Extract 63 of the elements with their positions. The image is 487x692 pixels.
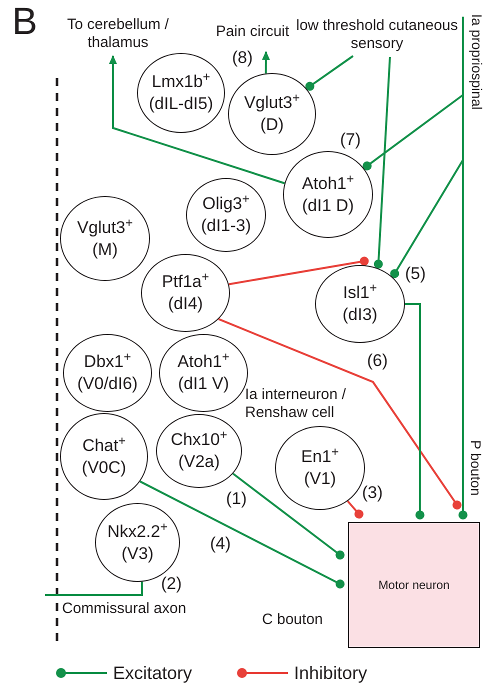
connector-line	[390, 159, 464, 278]
annotation-label: P bouton	[468, 440, 484, 496]
pathway-number: (2)	[161, 574, 182, 594]
box-label: Motor neuron	[378, 577, 450, 594]
neuron-circle	[141, 254, 230, 332]
legend-label: Excitatory	[113, 662, 192, 684]
connector-line	[346, 500, 364, 519]
annotation-label: C bouton	[262, 611, 323, 629]
neuron-circle	[228, 73, 316, 155]
neuron-class: (dI1 V)	[178, 373, 230, 395]
neuron-class: (dI1 D)	[302, 194, 354, 216]
connector-arrow	[262, 50, 270, 74]
neuron-marker: Chx10$^{+}$	[170, 429, 228, 451]
connector-line	[140, 480, 345, 588]
connector-line	[458, 16, 468, 520]
annotation-label: Commissural axon	[62, 600, 186, 618]
neuron-marker: Nkx2.2$^{+}$	[107, 520, 168, 542]
neuron-class: (dI3)	[342, 304, 378, 326]
connector-line	[362, 94, 464, 170]
neuron-marker: Ptf1a$^{+}$	[162, 271, 210, 293]
neuron-class: (dIL-dI5)	[148, 93, 214, 115]
pathway-label: Ia propriospinal	[469, 14, 485, 112]
neuron-marker: Isl1$^{+}$	[343, 282, 377, 304]
pathway-number: (4)	[210, 534, 231, 554]
connector-line	[45, 582, 143, 596]
connector-line	[228, 256, 369, 286]
neuron-class: (V0/dI6)	[77, 373, 138, 395]
neuron-class: (V2a)	[178, 451, 220, 473]
pathway-number: (1)	[226, 489, 247, 509]
motor-neuron-box	[348, 522, 480, 648]
connector-line	[305, 55, 354, 91]
neuron-marker: Olig3$^{+}$	[202, 193, 250, 215]
pathway-number: (6)	[367, 351, 388, 371]
panel-letter: B	[12, 2, 38, 42]
pathway-number: (7)	[340, 130, 361, 150]
legend-label: Inhibitory	[294, 662, 368, 684]
neuron-marker: Atoh1$^{+}$	[302, 172, 354, 194]
neuron-marker: Chat$^{+}$	[82, 434, 126, 456]
neuron-marker: En1$^{+}$	[301, 446, 339, 468]
pathway-number: (5)	[405, 264, 426, 284]
neuron-class: (V0C)	[82, 456, 126, 478]
neuron-class: (M)	[92, 238, 118, 260]
neuron-class: (D)	[260, 114, 284, 136]
connector-line	[218, 318, 462, 510]
neuron-marker: Atoh1$^{+}$	[178, 351, 230, 373]
annotation-label: Ia interneuron / Renshaw cell	[245, 386, 347, 422]
neuron-marker: Dbx1$^{+}$	[84, 351, 132, 373]
connector-line	[232, 472, 345, 560]
neuron-marker: Vglut3$^{+}$	[77, 216, 133, 238]
neuron-marker: Lmx1b$^{+}$	[152, 71, 210, 93]
connector-line	[405, 303, 424, 520]
neuron-class: (dI1-3)	[200, 215, 252, 237]
connector-line	[374, 56, 391, 269]
connector-arrow	[108, 55, 285, 184]
pathway-label: To cerebellum / thalamus	[66, 16, 170, 52]
pathway-label: Pain circuit	[216, 23, 290, 41]
neuron-class: (V1)	[304, 468, 336, 490]
pathway-number: (3)	[362, 483, 383, 503]
neuron-class: (V3)	[121, 542, 154, 564]
pathway-label: low threshold cutaneous sensory	[296, 17, 458, 53]
pathway-number: (8)	[232, 48, 253, 68]
neuron-class: (dI4)	[168, 293, 203, 315]
neuron-marker: Vglut3$^{+}$	[244, 92, 300, 114]
